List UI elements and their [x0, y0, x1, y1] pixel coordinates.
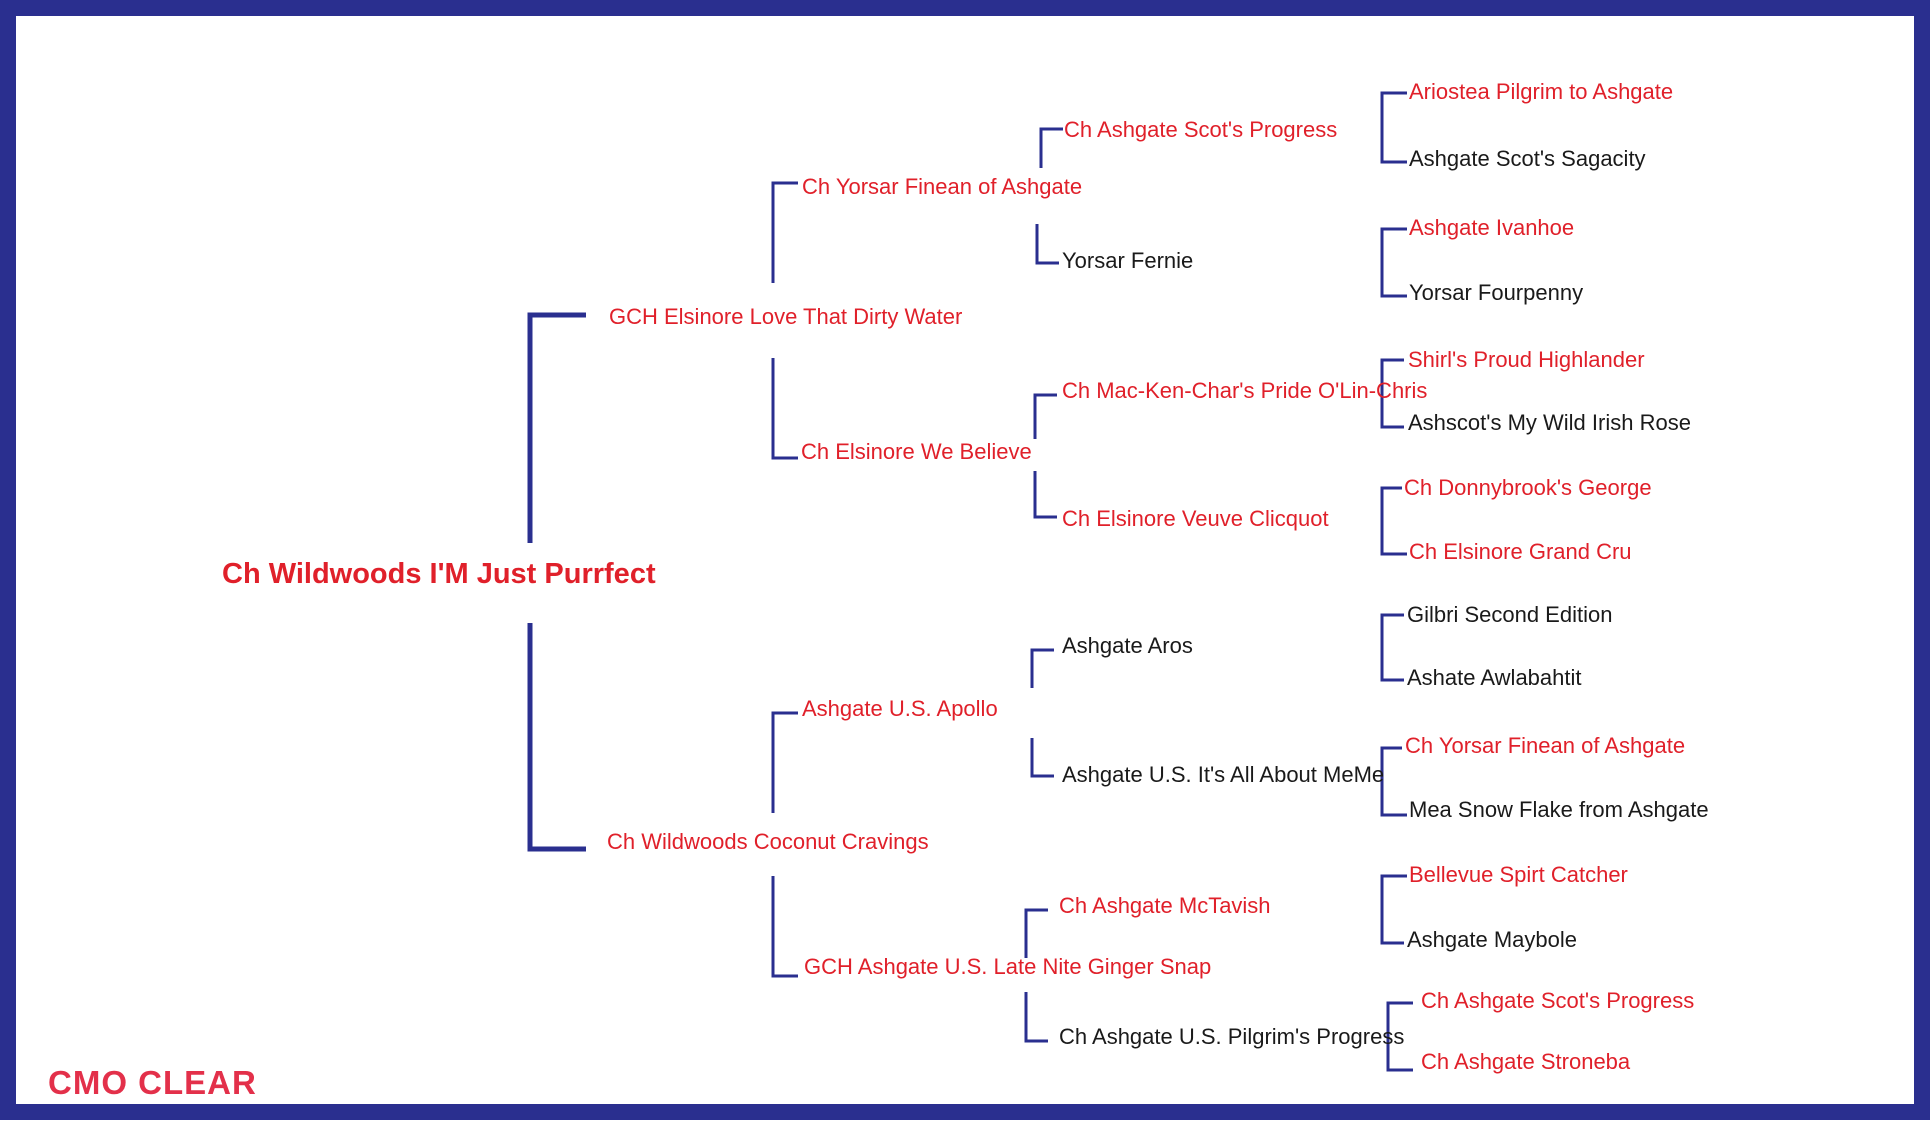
- grandparent-name: Ch Yorsar Finean of Ashgate: [802, 174, 1083, 199]
- great-grandparent-name: Ch Ashgate U.S. Pilgrim's Progress: [1059, 1024, 1405, 1049]
- great-great-grandparent-name: Bellevue Spirt Catcher: [1409, 862, 1628, 887]
- connector-bracket: [1024, 992, 1048, 1043]
- connector-bracket: [1380, 91, 1407, 164]
- connector-bracket: [527, 312, 586, 543]
- great-great-grandparent-name: Ariostea Pilgrim to Ashgate: [1409, 79, 1674, 104]
- connector-bracket: [1030, 648, 1054, 688]
- connector-bracket: [1035, 224, 1059, 265]
- great-great-grandparent-name: Ashscot's My Wild Irish Rose: [1408, 410, 1691, 435]
- great-great-grandparent-name: Ashgate Ivanhoe: [1409, 215, 1575, 240]
- great-grandparent-name: Ch Ashgate Scot's Progress: [1064, 117, 1338, 142]
- great-grandparent-name: Ashgate U.S. It's All About MeMe: [1062, 762, 1385, 787]
- connector-bracket: [771, 181, 798, 283]
- connector-bracket: [1380, 746, 1407, 817]
- connector-bracket: [1039, 127, 1063, 168]
- connector-bracket: [771, 876, 798, 978]
- great-grandparent-name: Yorsar Fernie: [1062, 248, 1194, 273]
- connector-bracket: [1024, 908, 1048, 958]
- connector-bracket: [1386, 1001, 1413, 1072]
- grandparent-name: GCH Ashgate U.S. Late Nite Ginger Snap: [804, 954, 1212, 979]
- great-great-grandparent-name: Mea Snow Flake from Ashgate: [1409, 797, 1709, 822]
- connector-bracket: [1380, 358, 1404, 429]
- connector-bracket: [771, 711, 798, 813]
- connector-bracket: [1380, 227, 1407, 298]
- connector-bracket: [1380, 486, 1407, 556]
- connector-bracket: [1030, 738, 1054, 778]
- great-great-grandparent-name: Shirl's Proud Highlander: [1408, 347, 1645, 372]
- great-great-grandparent-name: Ashgate Maybole: [1407, 927, 1577, 952]
- great-great-grandparent-name: Ashate Awlabahtit: [1407, 665, 1582, 690]
- great-grandparent-name: Ch Ashgate McTavish: [1059, 893, 1271, 918]
- great-great-grandparent-name: Ch Ashgate Stroneba: [1421, 1049, 1631, 1074]
- subject-name: Ch Wildwoods I'M Just Purrfect: [222, 558, 656, 590]
- pedigree-connectors: [527, 91, 1413, 1072]
- grandparent-name: Ch Elsinore We Believe: [801, 439, 1032, 464]
- great-great-grandparent-name: Ch Ashgate Scot's Progress: [1421, 988, 1695, 1013]
- great-grandparent-name: Ch Elsinore Veuve Clicquot: [1062, 506, 1329, 531]
- grandparent-name: Ashgate U.S. Apollo: [802, 696, 998, 721]
- footer-label: CMO CLEAR: [48, 1064, 257, 1101]
- great-great-grandparent-name: Ashgate Scot's Sagacity: [1409, 146, 1646, 171]
- sire-name: GCH Elsinore Love That Dirty Water: [609, 304, 963, 329]
- great-great-grandparent-name: Yorsar Fourpenny: [1409, 280, 1584, 305]
- great-great-grandparent-name: Ch Yorsar Finean of Ashgate: [1405, 733, 1686, 758]
- connector-bracket: [527, 623, 586, 852]
- connector-bracket: [1033, 393, 1057, 439]
- connector-bracket: [771, 358, 798, 460]
- great-grandparent-name: Ch Mac-Ken-Char's Pride O'Lin-Chris: [1062, 378, 1428, 403]
- great-grandparent-name: Ashgate Aros: [1062, 633, 1193, 658]
- great-great-grandparent-name: Gilbri Second Edition: [1407, 602, 1613, 627]
- great-great-grandparent-name: Ch Elsinore Grand Cru: [1409, 539, 1632, 564]
- great-great-grandparent-name: Ch Donnybrook's George: [1404, 475, 1652, 500]
- dam-name: Ch Wildwoods Coconut Cravings: [607, 829, 929, 854]
- connector-bracket: [1380, 874, 1407, 945]
- connector-bracket: [1380, 613, 1404, 682]
- connector-bracket: [1033, 471, 1057, 519]
